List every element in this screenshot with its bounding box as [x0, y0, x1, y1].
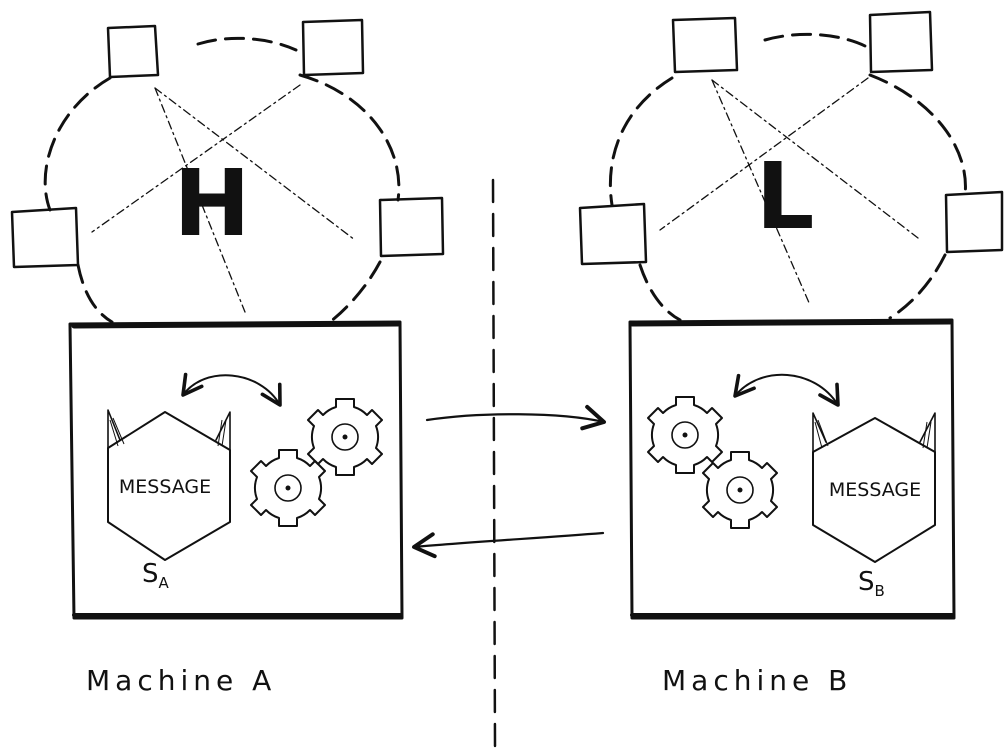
gear-icon [307, 398, 383, 476]
node-box-icon [10, 206, 80, 269]
machine-divider [491, 178, 497, 748]
node-box-icon [578, 202, 648, 266]
hexagon-message-icon [107, 409, 231, 561]
node-box-icon [868, 10, 934, 74]
node-box-icon [944, 190, 1004, 254]
node-box-icon [301, 18, 365, 77]
gear-icon [250, 449, 326, 527]
machine-b: L MESSAGE SB Machine B [578, 10, 1004, 697]
node-box-icon [671, 16, 739, 74]
network-b: L [578, 10, 1004, 322]
node-box-icon [106, 24, 160, 79]
gear-icon [702, 451, 778, 529]
machine-box-b: MESSAGE SB [628, 318, 956, 620]
gear-icon [647, 396, 723, 474]
machine-a-caption: Machine A [86, 664, 276, 697]
network-links [659, 77, 919, 306]
message-label-a: MESSAGE [119, 476, 211, 498]
level-letter-a: H [174, 150, 251, 257]
arrow-a-to-b [425, 404, 606, 431]
network-links [91, 84, 356, 313]
machine-b-caption: Machine B [662, 664, 852, 697]
machine-a: H MESSAGE SA Machine A [10, 18, 445, 697]
message-label-b: MESSAGE [829, 479, 921, 501]
level-letter-b: L [756, 143, 815, 250]
arrow-b-to-a [412, 531, 605, 559]
state-label-b: SB [858, 567, 885, 600]
node-box-icon [378, 196, 445, 258]
network-a: H [10, 18, 445, 324]
hexagon-message-icon [812, 412, 936, 563]
state-label-a: SA [142, 559, 170, 592]
machine-box-a: MESSAGE SA [68, 320, 404, 620]
